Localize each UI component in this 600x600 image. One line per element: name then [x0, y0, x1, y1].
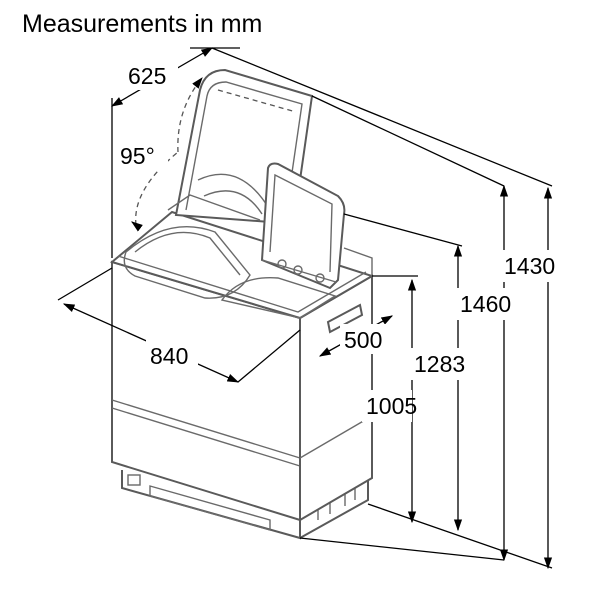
dim-angle-arc	[135, 151, 179, 226]
label-lid-angle: 95°	[120, 143, 155, 169]
dimension-labels: 625 95° 840 500 1005 1283 1460 1430	[116, 60, 555, 422]
label-height-lid-front: 1283	[414, 351, 465, 377]
label-height-body: 1005	[366, 393, 417, 419]
label-height-lid-open: 1430	[504, 253, 555, 279]
label-depth: 625	[128, 63, 166, 89]
washing-machine-illustration	[109, 68, 375, 540]
label-width: 840	[150, 343, 188, 369]
diagram-title: Measurements in mm	[22, 10, 263, 38]
label-height-lid-open-max: 1460	[460, 291, 511, 317]
label-side-depth: 500	[344, 327, 382, 353]
